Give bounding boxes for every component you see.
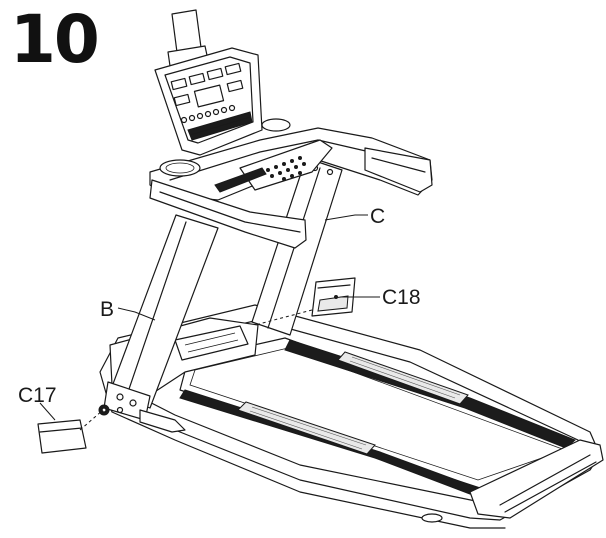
callout-c17-label: C17 [18,384,57,407]
left-upright-b [98,214,219,433]
callout-c-label: C [370,205,385,228]
callout-c: C [324,205,385,228]
grip-pad-texture [249,356,461,450]
step-number: 10 [10,1,100,78]
keypad-buttons [266,156,306,181]
callout-b-label: B [100,298,114,321]
callout-c17: C17 [18,384,57,421]
part-c18-cover [254,277,356,326]
handlebar-assembly [149,118,433,249]
console-display-windows [170,62,244,108]
treadmill-deck [99,304,604,529]
callout-c18: C18 [340,286,421,309]
part-c17-cover [37,409,104,454]
console [154,9,263,156]
callout-c18-label: C18 [382,286,421,309]
callout-b: B [100,298,156,321]
console-buttons [180,104,236,124]
